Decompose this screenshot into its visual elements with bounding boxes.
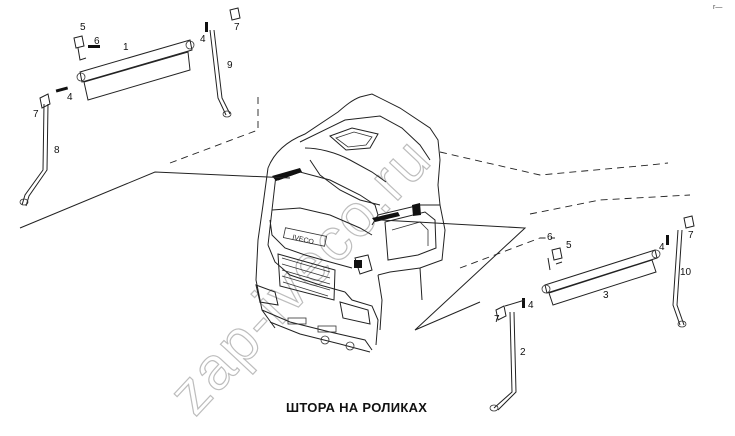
callout-5a: 5 <box>80 22 86 33</box>
fastener-4-7-top <box>205 7 241 32</box>
callout-4b: 4 <box>200 34 206 45</box>
callout-7a: 7 <box>33 109 39 120</box>
support-bar-9 <box>209 29 232 118</box>
fastener-4-7-left <box>39 86 69 109</box>
support-bar-2 <box>489 311 517 412</box>
callout-4a: 4 <box>67 92 73 103</box>
roller-blind-1 <box>76 39 195 101</box>
callout-10: 10 <box>680 267 692 278</box>
callout-7b: 7 <box>234 22 240 33</box>
leader-lines <box>19 95 691 331</box>
fastener-4-7-right <box>666 215 695 245</box>
callout-8: 8 <box>54 145 60 156</box>
corner-mark: r— <box>713 4 722 11</box>
callout-1: 1 <box>123 42 129 53</box>
roller-blind-3 <box>541 249 661 306</box>
callout-5b: 5 <box>566 240 572 251</box>
diagram-caption: ШТОРА НА РОЛИКАХ <box>286 400 427 415</box>
callout-4d: 4 <box>659 242 665 253</box>
fastener-5-6-right <box>547 247 563 271</box>
callout-3: 3 <box>603 290 609 301</box>
callout-7c: 7 <box>688 230 694 241</box>
callout-4c: 4 <box>528 300 534 311</box>
support-bar-10 <box>672 229 687 328</box>
callout-9: 9 <box>227 60 233 71</box>
callout-labels: 1 2 3 4 4 4 4 5 5 6 6 7 7 7 7 8 9 10 <box>33 22 694 358</box>
fastener-5-6-left <box>73 35 100 61</box>
callout-6b: 6 <box>547 232 553 243</box>
callout-6a: 6 <box>94 36 100 47</box>
callout-2: 2 <box>520 347 526 358</box>
support-bar-8 <box>19 103 49 207</box>
fastener-4-7-lower <box>495 298 526 321</box>
callout-7d: 7 <box>494 314 500 325</box>
